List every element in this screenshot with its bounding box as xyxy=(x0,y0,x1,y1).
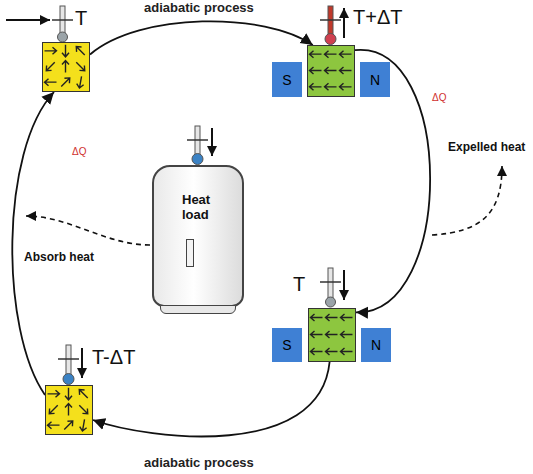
moment-arrow xyxy=(325,83,337,90)
heat-symbol: ΔQ xyxy=(430,92,448,103)
magnetic-moment-arrows xyxy=(43,43,91,93)
moment-arrow xyxy=(79,419,88,432)
material-block: T-ΔT xyxy=(45,385,93,435)
moment-arrow xyxy=(62,61,69,73)
moment-arrow xyxy=(311,331,323,338)
cycle-arrow xyxy=(90,21,313,54)
moment-arrow xyxy=(74,60,87,73)
moment-arrow xyxy=(341,314,353,321)
moment-arrow xyxy=(59,75,72,88)
moment-arrow xyxy=(310,67,322,74)
material-block: T xyxy=(42,42,90,92)
magnet-pole: N xyxy=(360,62,390,97)
magnetic-moment-arrows xyxy=(309,309,357,363)
magnet-pole: N xyxy=(361,328,391,362)
moment-arrow xyxy=(48,422,60,429)
moment-arrow xyxy=(341,331,353,338)
moment-arrow xyxy=(326,314,338,321)
magnet-pole: S xyxy=(272,328,302,362)
moment-arrow xyxy=(48,390,60,397)
moment-arrow xyxy=(44,60,57,73)
down-arrow xyxy=(81,348,83,378)
moment-arrow xyxy=(340,67,352,74)
cycle-arrow xyxy=(355,50,430,312)
temperature-label: T xyxy=(75,7,87,30)
magnet-pole: S xyxy=(272,62,302,97)
moment-arrow xyxy=(65,388,72,400)
cycle-arrow xyxy=(12,92,54,395)
expelled-heat-label: Expelled heat xyxy=(446,140,527,154)
pole-letter: S xyxy=(282,337,291,353)
moment-arrow xyxy=(311,348,323,355)
process-label: adiabatic process xyxy=(142,0,256,15)
push-arrow xyxy=(6,19,50,21)
temperature-label: T-ΔT xyxy=(92,346,135,369)
down-arrow xyxy=(343,270,345,300)
moment-arrow xyxy=(65,404,72,416)
thermometer xyxy=(58,345,79,385)
moment-arrow xyxy=(74,44,87,57)
moment-arrow xyxy=(47,403,60,416)
thermometer xyxy=(320,268,341,307)
thermometer xyxy=(52,6,73,42)
up-arrow xyxy=(343,8,345,38)
fridge-handle xyxy=(186,239,194,267)
moment-arrow xyxy=(340,83,352,90)
heat-symbol: ΔQ xyxy=(70,146,88,157)
moment-arrow xyxy=(310,83,322,90)
magnetic-moment-arrows xyxy=(46,386,94,436)
pole-letter: N xyxy=(370,72,380,88)
moment-arrow xyxy=(77,403,90,416)
process-label: adiabatic process xyxy=(142,455,256,470)
moment-arrow xyxy=(341,348,353,355)
moment-arrow xyxy=(77,387,90,400)
down-arrow xyxy=(211,128,213,156)
fridge-base xyxy=(160,305,236,314)
temperature-label: T xyxy=(293,273,305,296)
moment-arrow xyxy=(340,51,352,58)
moment-arrow xyxy=(62,418,75,431)
fridge-label: Heat load xyxy=(182,193,226,223)
material-block: T+ΔT xyxy=(307,45,355,97)
magnetic-moment-arrows xyxy=(308,46,356,98)
pole-letter: N xyxy=(371,337,381,353)
expelled-heat-arrow xyxy=(432,166,502,235)
heat-load-fridge: Heat load xyxy=(152,165,244,307)
moment-arrow xyxy=(45,79,57,86)
cycle-arrow xyxy=(93,362,330,436)
moment-arrow xyxy=(311,314,323,321)
material-block: T xyxy=(308,308,356,362)
moment-arrow xyxy=(325,67,337,74)
moment-arrow xyxy=(310,51,322,58)
moment-arrow xyxy=(326,348,338,355)
temperature-label: T+ΔT xyxy=(353,6,402,29)
absorb-heat-label: Absorb heat xyxy=(22,250,96,264)
pole-letter: S xyxy=(282,72,291,88)
thermometer xyxy=(187,126,208,165)
moment-arrow xyxy=(62,45,69,57)
moment-arrow xyxy=(45,47,57,54)
thermometer xyxy=(320,6,341,45)
moment-arrow xyxy=(326,331,338,338)
moment-arrow xyxy=(76,76,85,89)
moment-arrow xyxy=(325,51,337,58)
absorb-heat-arrow xyxy=(26,216,150,245)
